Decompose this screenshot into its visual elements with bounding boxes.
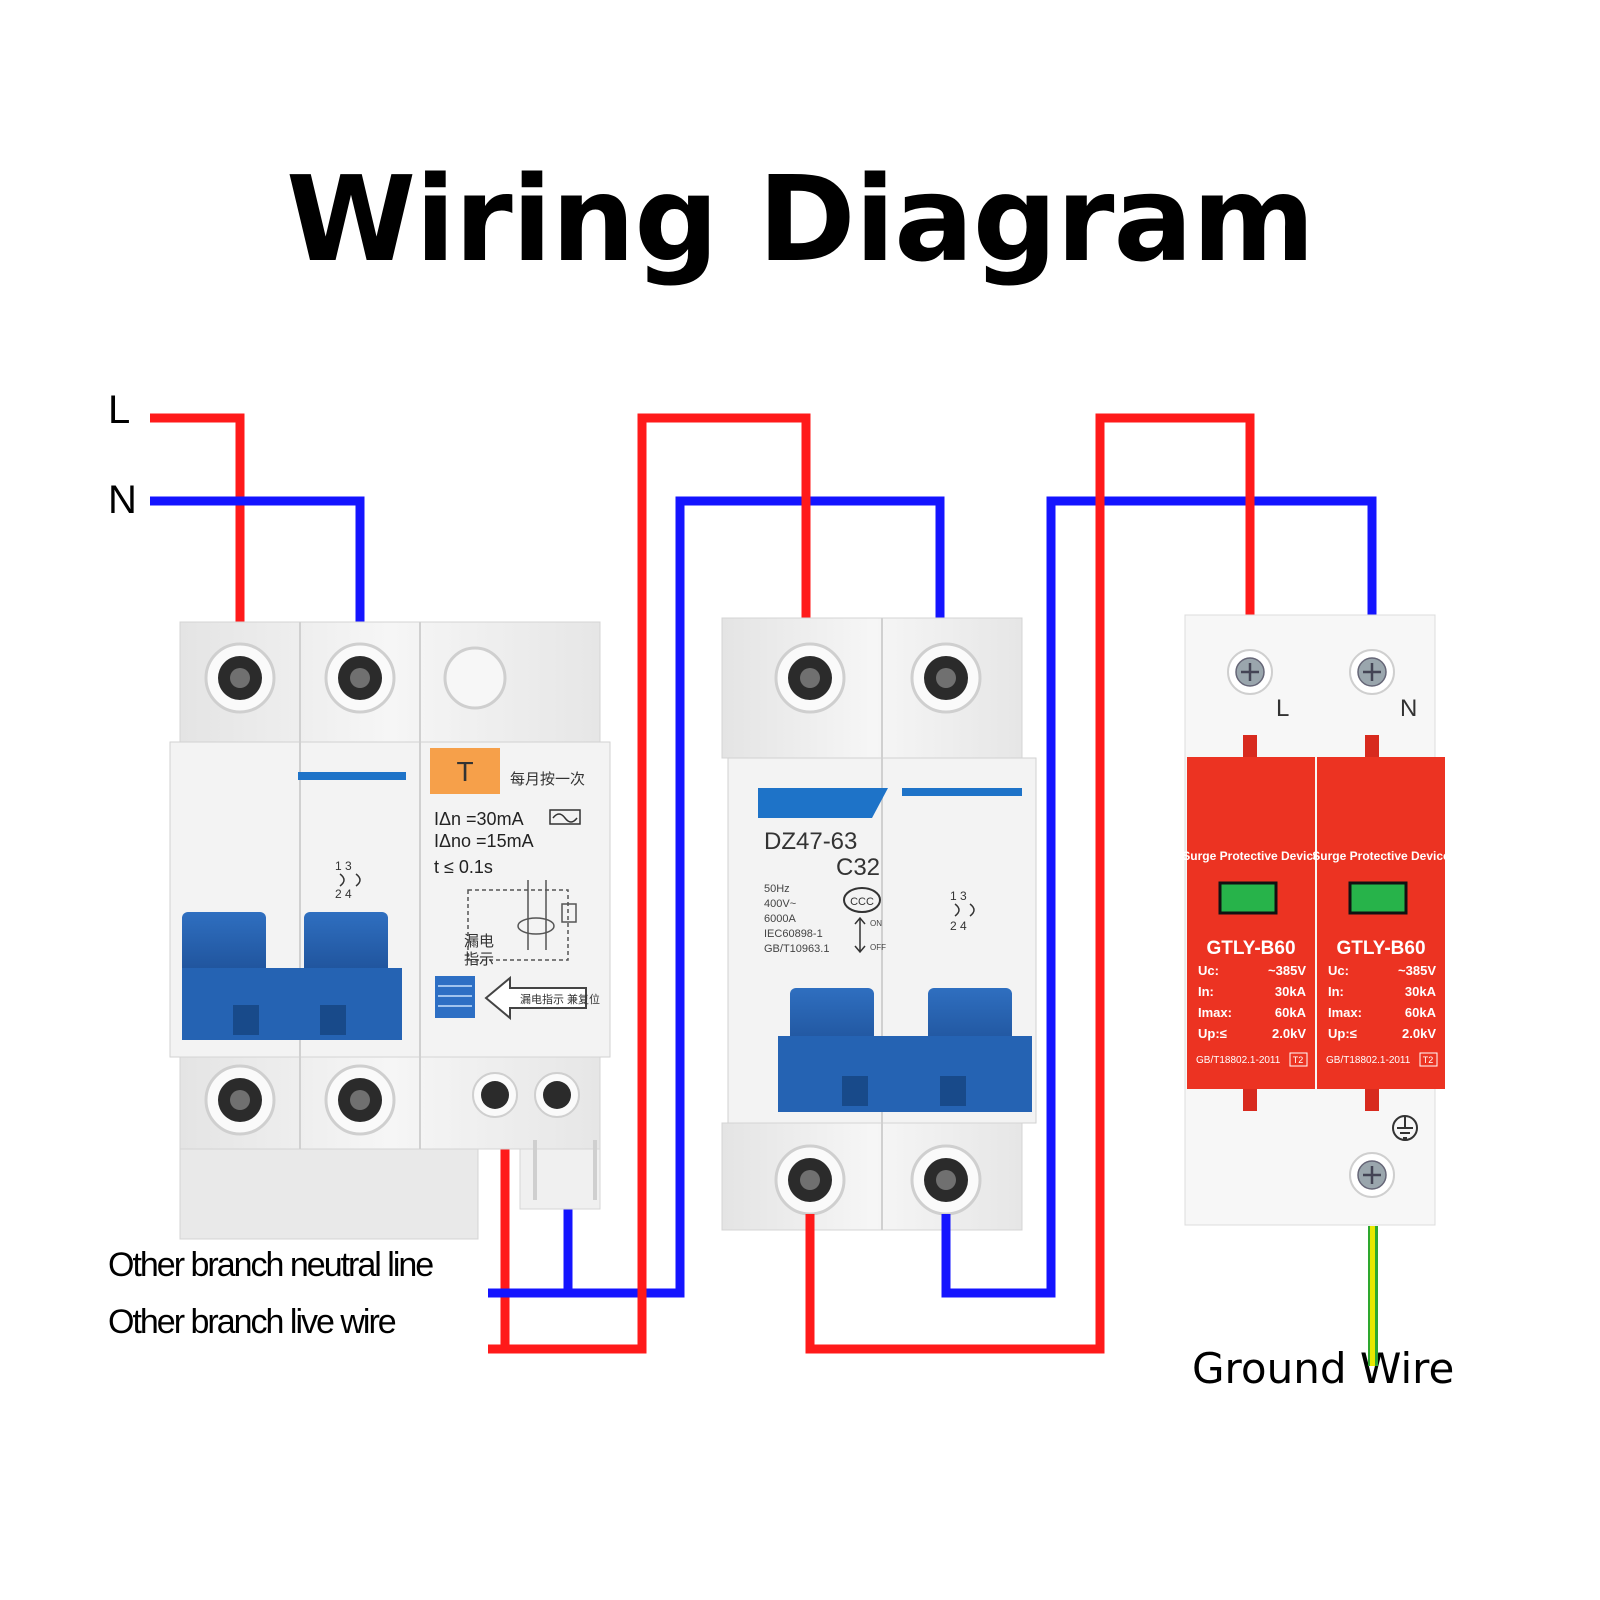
spd-module-n-spec-2-value: 30kA bbox=[1405, 984, 1437, 999]
spd-module-l-spec-4-value: 2.0kV bbox=[1272, 1026, 1306, 1041]
spd-module-n-spec-1-value: ~385V bbox=[1398, 963, 1436, 978]
rcbo-rating-line-2: IΔno =15mA bbox=[434, 831, 534, 851]
mcb-spec-4: IEC60898-1 bbox=[764, 928, 823, 940]
spd-module-l-spec-1-name: Uc: bbox=[1198, 963, 1219, 978]
wires-back bbox=[150, 413, 1378, 1366]
spd-module-n-model: GTLY-B60 bbox=[1336, 938, 1425, 959]
rcbo-terminal-top-2 bbox=[324, 642, 396, 714]
ccc-mark-icon: CCC bbox=[843, 887, 881, 913]
spd-module-n-spec-1-name: Uc: bbox=[1328, 963, 1349, 978]
rcbo-reset-button[interactable] bbox=[435, 976, 475, 1018]
mcb-off-label: OFF bbox=[870, 943, 886, 952]
mcb-spec-2: 400V~ bbox=[764, 898, 796, 910]
rcbo-terminal-bottom-2 bbox=[324, 1064, 396, 1136]
rcbo-test-note: 每月按一次 bbox=[510, 771, 585, 788]
mcb-terminal-marks-bottom: 2 4 bbox=[950, 919, 967, 933]
rcbo-test-button-label: T bbox=[456, 756, 473, 787]
spd-module-n-spec-4-value: 2.0kV bbox=[1402, 1026, 1436, 1041]
rcbo-terminal-marks: 1 3 bbox=[335, 859, 352, 873]
spd-terminal-l bbox=[1227, 649, 1273, 695]
ground-wire-label: Ground Wire bbox=[1192, 1344, 1455, 1393]
spd-module-l-spec-3-name: Imax: bbox=[1198, 1005, 1232, 1020]
rcbo-output-terminal-live bbox=[472, 1072, 518, 1118]
rcbo-reset-arrow bbox=[484, 975, 587, 1021]
spd-module-l-spec-4-name: Up:≤ bbox=[1198, 1026, 1227, 1041]
mcb-terminal-bottom-2 bbox=[910, 1144, 982, 1216]
branch-live-label: Other branch live wire bbox=[108, 1303, 397, 1341]
spd-module-n-spec-4-name: Up:≤ bbox=[1328, 1026, 1357, 1041]
spd-module-n-standard: GB/T18802.1-2011 bbox=[1326, 1055, 1411, 1066]
mcb-terminal-bottom-1 bbox=[774, 1144, 846, 1216]
surge-protective-device: L N Surge Protective Device GTLY-B60 Uc:… bbox=[1182, 614, 1450, 1226]
mcb-spec-3: 6000A bbox=[764, 913, 796, 925]
mcb-on-label: ON bbox=[870, 919, 882, 928]
mcb-terminal-top-1 bbox=[774, 642, 846, 714]
rcbo-test-button[interactable] bbox=[430, 748, 500, 794]
wires-front bbox=[805, 1214, 951, 1232]
rcbo-leak-indicator-1: 漏电 bbox=[464, 933, 494, 950]
spd-terminal-l-label: L bbox=[1276, 695, 1289, 722]
mcb-breaker: DZ47-63 C32 50Hz 400V~ 6000A IEC60898-1 … bbox=[721, 617, 1037, 1231]
spd-module-l-spec-1-value: ~385V bbox=[1268, 963, 1306, 978]
rcbo-to-mcb-neutral-wire bbox=[563, 496, 945, 1298]
spd-module-n-spec-3-value: 60kA bbox=[1405, 1005, 1437, 1020]
spd-module-n-class: T2 bbox=[1423, 1055, 1434, 1065]
rcbo-terminal-bottom-1 bbox=[204, 1064, 276, 1136]
rcbo-terminal-top-1 bbox=[204, 642, 276, 714]
svg-text:CCC: CCC bbox=[850, 896, 874, 908]
spd-module-l-model: GTLY-B60 bbox=[1206, 938, 1295, 959]
rcbo-reset-note: 漏电指示 兼复位 bbox=[520, 992, 600, 1006]
spd-module-l-spec-2-value: 30kA bbox=[1275, 984, 1307, 999]
spd-module-n: Surge Protective Device GTLY-B60 Uc: ~38… bbox=[1312, 757, 1450, 1089]
earth-symbol-icon bbox=[1392, 1115, 1418, 1141]
spd-module-l: Surge Protective Device GTLY-B60 Uc: ~38… bbox=[1182, 757, 1320, 1089]
rcbo-leak-indicator-2: 指示 bbox=[464, 951, 494, 968]
mcb-to-spd-live-wire bbox=[805, 413, 1255, 1354]
spd-module-l-spec-2-name: In: bbox=[1198, 984, 1214, 999]
supply-live-wire bbox=[150, 413, 245, 628]
live-supply-label: L bbox=[108, 388, 131, 432]
mcb-toggle-lever[interactable] bbox=[778, 988, 1032, 1112]
rcbo-toggle-lever[interactable] bbox=[182, 912, 402, 1040]
spd-terminal-n bbox=[1349, 649, 1395, 695]
spd-terminal-earth bbox=[1349, 1152, 1395, 1198]
mcb-to-spd-neutral-wire bbox=[941, 496, 1377, 1298]
neutral-supply-label: N bbox=[108, 478, 137, 522]
mcb-rating: C32 bbox=[836, 854, 880, 881]
rcbo-terminal-marks-bottom: 2 4 bbox=[335, 887, 352, 901]
spd-module-n-spec-2-name: In: bbox=[1328, 984, 1344, 999]
rcbo-to-mcb-live-wire bbox=[500, 413, 811, 1354]
mcb-spec-1: 50Hz bbox=[764, 883, 790, 895]
mcb-terminal-marks: 1 3 bbox=[950, 889, 967, 903]
rcbo-output-terminal-neutral bbox=[534, 1072, 580, 1118]
supply-neutral-wire bbox=[150, 496, 365, 628]
spd-module-l-class: T2 bbox=[1293, 1055, 1304, 1065]
rcbo-rating-line-3: t ≤ 0.1s bbox=[434, 857, 493, 877]
mcb-terminal-top-2 bbox=[910, 642, 982, 714]
spd-module-l-spec-3-value: 60kA bbox=[1275, 1005, 1307, 1020]
spd-module-l-heading: Surge Protective Device bbox=[1182, 849, 1320, 863]
rcbo-breaker: T 每月按一次 IΔn =30mA IΔno =15mA t ≤ 0.1s 1 … bbox=[169, 621, 611, 1240]
spd-module-l-standard: GB/T18802.1-2011 bbox=[1196, 1055, 1281, 1066]
rcbo-schematic bbox=[467, 880, 577, 961]
rcbo-rating-line-1: IΔn =30mA bbox=[434, 809, 524, 829]
mcb-model: DZ47-63 bbox=[764, 828, 857, 855]
page-title: Wiring Diagram bbox=[285, 150, 1315, 288]
branch-neutral-label: Other branch neutral line bbox=[108, 1246, 434, 1284]
rcbo-indicator-window bbox=[443, 646, 507, 710]
mcb-spec-5: GB/T10963.1 bbox=[764, 943, 829, 955]
earth-wire bbox=[1368, 1226, 1378, 1366]
spd-module-n-spec-3-name: Imax: bbox=[1328, 1005, 1362, 1020]
spd-terminal-n-label: N bbox=[1400, 695, 1417, 722]
spd-module-n-heading: Surge Protective Device bbox=[1312, 849, 1450, 863]
